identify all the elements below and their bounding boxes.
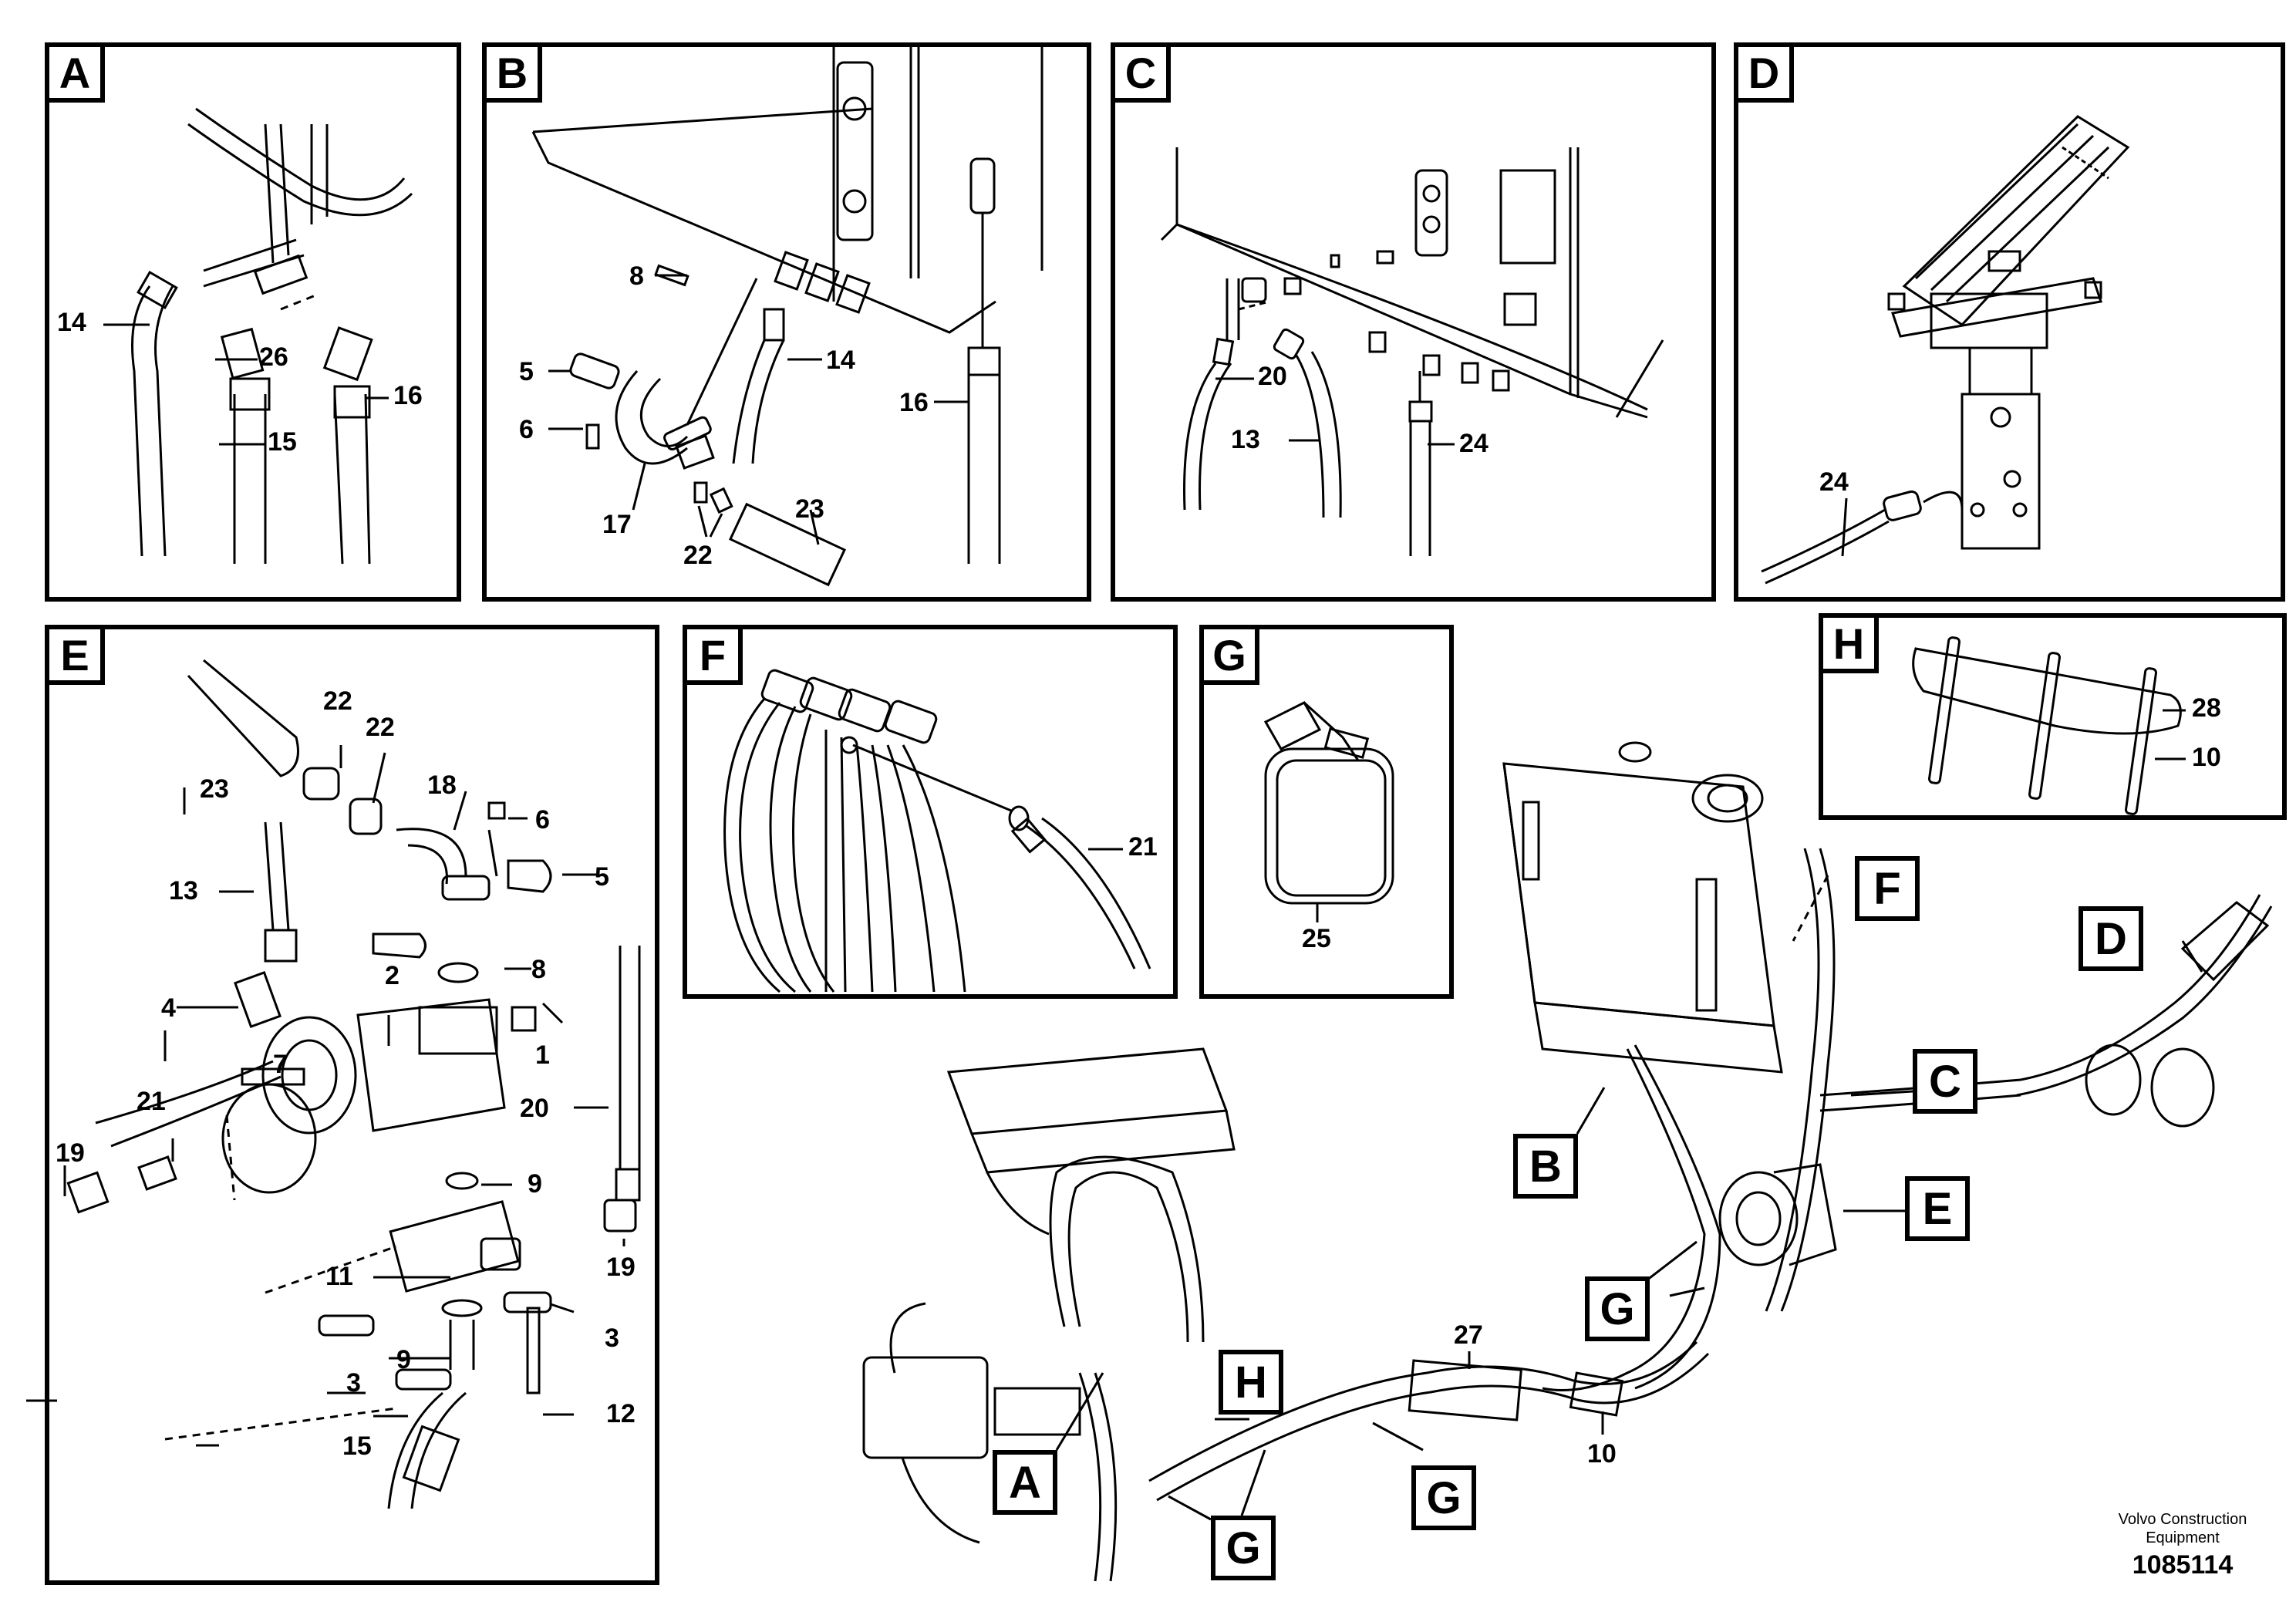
hose-bundle-drawing-f xyxy=(723,669,1151,993)
detail-panel-h: H 28 10 xyxy=(1819,613,2287,820)
part-number-2: 2 xyxy=(385,961,400,990)
overview-callout-h: H xyxy=(1219,1350,1283,1415)
panel-letter-a: A xyxy=(49,47,105,103)
part-number-5: 5 xyxy=(519,357,534,386)
hose-clamp-drawing-g xyxy=(1263,701,1394,922)
part-number-8: 8 xyxy=(531,955,546,984)
overview-callout-e: E xyxy=(1905,1176,1970,1241)
part-number-1: 1 xyxy=(535,1040,550,1070)
pump-exploded-drawing-e xyxy=(26,659,641,1509)
overview-callout-g: G xyxy=(1211,1516,1276,1580)
panel-letter-d: D xyxy=(1738,47,1794,103)
detail-panel-b: B xyxy=(482,42,1091,602)
part-number-17: 17 xyxy=(602,510,632,539)
overview-callout-b: B xyxy=(1513,1134,1578,1199)
part-number-22: 22 xyxy=(683,541,713,570)
part-number-15: 15 xyxy=(268,427,297,457)
hose-connection-drawing-a xyxy=(103,107,413,565)
overview-callout-c: C xyxy=(1913,1049,1977,1114)
detail-panel-g: G 25 xyxy=(1199,625,1454,999)
panel-letter-b: B xyxy=(487,47,542,103)
part-number-14: 14 xyxy=(57,308,86,337)
part-number-3: 3 xyxy=(346,1368,361,1398)
part-number-16: 16 xyxy=(393,381,423,410)
part-number-28: 28 xyxy=(2192,693,2221,723)
overview-callout-f: F xyxy=(1855,856,1920,921)
part-number-3: 3 xyxy=(605,1324,619,1353)
overview-callout-g: G xyxy=(1411,1465,1476,1530)
overview-callout-a: A xyxy=(993,1450,1057,1515)
drawing-number: 1085114 xyxy=(2132,1550,2234,1580)
part-number-16: 16 xyxy=(899,388,929,417)
detail-panel-d: D 24 xyxy=(1734,42,2285,602)
detail-panel-e: E xyxy=(26,625,659,1585)
part-number-5: 5 xyxy=(595,862,609,892)
part-number-12: 12 xyxy=(606,1399,636,1428)
panel-letter-f: F xyxy=(687,629,743,685)
part-number-7: 7 xyxy=(273,1050,288,1079)
part-number-19: 19 xyxy=(606,1253,636,1282)
detail-panel-a: A 14 26 15 16 xyxy=(45,42,461,602)
cable-tie-bracket-drawing-h xyxy=(1912,636,2186,815)
part-number-20: 20 xyxy=(1258,362,1287,391)
overview-callout-g: G xyxy=(1585,1276,1650,1341)
part-number-23: 23 xyxy=(200,774,229,804)
part-number-20: 20 xyxy=(520,1094,549,1123)
part-number-24: 24 xyxy=(1459,429,1489,458)
part-number-21: 21 xyxy=(1128,832,1158,862)
part-number-13: 13 xyxy=(169,876,198,905)
brand-line-1: Volvo Construction xyxy=(2118,1511,2247,1528)
panel-letter-c: C xyxy=(1115,47,1171,103)
overview-callout-d: D xyxy=(2079,906,2143,971)
part-number-9: 9 xyxy=(396,1345,411,1374)
panel-letter-h: H xyxy=(1823,618,1879,673)
part-number-10: 10 xyxy=(1587,1439,1617,1469)
part-number-4: 4 xyxy=(161,993,176,1023)
part-number-13: 13 xyxy=(1231,425,1260,454)
part-number-25: 25 xyxy=(1302,924,1331,953)
detail-panel-f: F 21 xyxy=(683,625,1178,999)
brand-line-2: Equipment xyxy=(2146,1529,2220,1546)
part-number-27: 27 xyxy=(1454,1320,1483,1350)
part-number-14: 14 xyxy=(826,346,855,375)
tank-bottom-drawing-b xyxy=(531,47,1043,587)
part-number-26: 26 xyxy=(259,342,288,372)
part-number-11: 11 xyxy=(325,1262,353,1291)
part-number-18: 18 xyxy=(427,771,457,800)
detail-panel-c: C xyxy=(1111,42,1716,602)
panel-letter-g: G xyxy=(1204,629,1259,685)
part-number-23: 23 xyxy=(795,494,824,524)
tank-bottom-drawing-c xyxy=(1160,147,1664,556)
part-number-22: 22 xyxy=(366,713,395,742)
part-number-15: 15 xyxy=(342,1431,372,1461)
panel-letter-e: E xyxy=(49,629,105,685)
part-number-19: 19 xyxy=(56,1138,85,1168)
part-number-8: 8 xyxy=(629,261,644,291)
part-number-9: 9 xyxy=(528,1169,542,1199)
brand-caption: Volvo Construction Equipment xyxy=(2082,1510,2283,1547)
part-number-22: 22 xyxy=(323,686,352,716)
part-number-21: 21 xyxy=(137,1087,166,1116)
pedal-valve-drawing-d xyxy=(1761,115,2130,585)
part-number-10: 10 xyxy=(2192,743,2221,772)
part-number-24: 24 xyxy=(1819,467,1849,497)
part-number-6: 6 xyxy=(519,415,534,444)
part-number-6: 6 xyxy=(535,805,550,835)
